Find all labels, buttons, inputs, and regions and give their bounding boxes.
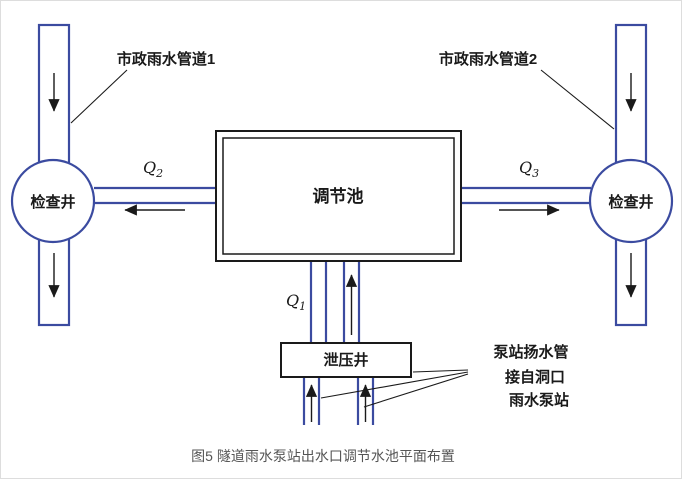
q1-symbol: Q — [286, 291, 299, 310]
leader-line — [412, 369, 469, 373]
inspection-well-left-label: 检查井 — [30, 193, 75, 211]
inspection-well-right: 检查井 — [588, 158, 674, 244]
q2-subscript: 2 — [155, 167, 163, 180]
note-line-3: 雨水泵站 — [509, 391, 569, 409]
municipal-pipe-2-label: 市政雨水管道2 — [439, 50, 537, 68]
regulating-pool-inner-wall — [222, 137, 455, 255]
pump-riser-pipes — [302, 377, 375, 425]
municipal-pipe-1-label: 市政雨水管道1 — [117, 50, 215, 68]
municipal-pipe-1-callout: 市政雨水管道1 — [70, 50, 215, 124]
flow-label-q2: Q2 — [143, 158, 163, 180]
inspection-well-right-circle — [588, 158, 674, 244]
figure-caption: 图5 隧道雨水泵站出水口调节水池平面布置 — [191, 448, 455, 464]
pressure-relief-well-box — [280, 342, 412, 378]
leader-line — [363, 373, 469, 408]
inspection-well-left-circle — [10, 158, 96, 244]
outlet-pipe-right — [461, 186, 591, 216]
pump-station-note: 泵站扬水管 接自洞口 雨水泵站 — [320, 343, 569, 409]
outlet-pipe-left — [94, 186, 216, 216]
q3-subscript: 3 — [532, 167, 539, 180]
regulating-pool-outer-wall — [215, 130, 462, 262]
pressure-relief-well-label: 泄压井 — [323, 351, 368, 369]
q1-subscript: 1 — [299, 300, 306, 313]
leader-line — [540, 69, 615, 130]
leader-line — [70, 69, 128, 124]
q2-symbol: Q — [143, 158, 156, 177]
inspection-well-right-label: 检查井 — [608, 193, 653, 211]
inlet-pipes — [309, 261, 361, 343]
leader-line — [320, 371, 469, 399]
municipal-pipe-2-callout: 市政雨水管道2 — [439, 50, 615, 130]
regulating-pool-label: 调节池 — [313, 186, 364, 206]
note-line-1: 泵站扬水管 — [493, 343, 568, 361]
pressure-relief-well: 泄压井 — [280, 342, 412, 378]
q3-symbol: Q — [519, 158, 532, 177]
flow-label-q1: Q1 — [286, 291, 306, 313]
flow-label-q3: Q3 — [519, 158, 539, 180]
inspection-well-left: 检查井 — [10, 158, 96, 244]
note-line-2: 接自洞口 — [505, 368, 565, 386]
regulating-pool: 调节池 — [215, 130, 462, 262]
